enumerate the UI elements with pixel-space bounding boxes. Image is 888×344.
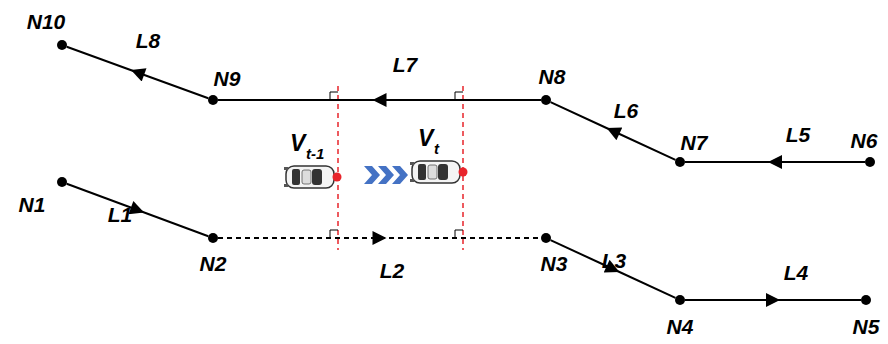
- vehicle-label: V: [418, 127, 433, 150]
- link-label: L8: [136, 30, 161, 51]
- network-node: N1: [57, 177, 67, 187]
- vehicle-label: V: [290, 132, 305, 155]
- node-label: N8: [539, 66, 566, 87]
- network-node: N4: [675, 295, 685, 305]
- vehicle-position: [333, 173, 342, 182]
- right-angle-mark: [455, 92, 463, 100]
- time-subscript: t-1: [306, 146, 324, 161]
- motion-chevrons: [364, 166, 408, 184]
- node-label: N6: [851, 130, 878, 151]
- network-node: N3: [541, 233, 551, 243]
- road-link: [551, 102, 676, 160]
- road-link: [67, 47, 209, 99]
- network-node: N6: [865, 157, 875, 167]
- road-link: [67, 184, 209, 237]
- link-label: L6: [614, 100, 639, 121]
- network-node: N2: [208, 233, 218, 243]
- road-link: [218, 99, 541, 101]
- network-node: N7: [675, 157, 685, 167]
- right-angle-mark: [330, 230, 338, 238]
- road-link: [218, 237, 541, 239]
- vehicle: [284, 166, 334, 188]
- node-label: N10: [27, 11, 66, 32]
- network-node: N10: [57, 40, 67, 50]
- link-label: L4: [784, 262, 809, 283]
- node-label: N3: [541, 253, 568, 274]
- link-label: L3: [602, 250, 627, 271]
- node-label: N5: [853, 316, 880, 337]
- right-angle-mark: [330, 92, 338, 100]
- time-subscript: t: [434, 141, 439, 156]
- right-angle-mark: [455, 230, 463, 238]
- road-link: [685, 299, 861, 301]
- network-node: N8: [541, 95, 551, 105]
- network-node: N5: [861, 295, 871, 305]
- node-label: N2: [200, 253, 227, 274]
- section-line: [337, 86, 339, 250]
- link-label: L7: [393, 54, 418, 75]
- road-link: [551, 240, 676, 298]
- node-label: N4: [667, 316, 694, 337]
- link-label: L5: [786, 124, 811, 145]
- vehicle: [410, 161, 460, 183]
- node-label: N1: [19, 194, 46, 215]
- node-label: N7: [681, 132, 708, 153]
- vehicle-position: [459, 168, 468, 177]
- network-node: N9: [208, 95, 218, 105]
- link-label: L2: [380, 260, 405, 281]
- link-label: L1: [108, 204, 133, 225]
- node-label: N9: [214, 68, 241, 89]
- road-link: [685, 161, 865, 163]
